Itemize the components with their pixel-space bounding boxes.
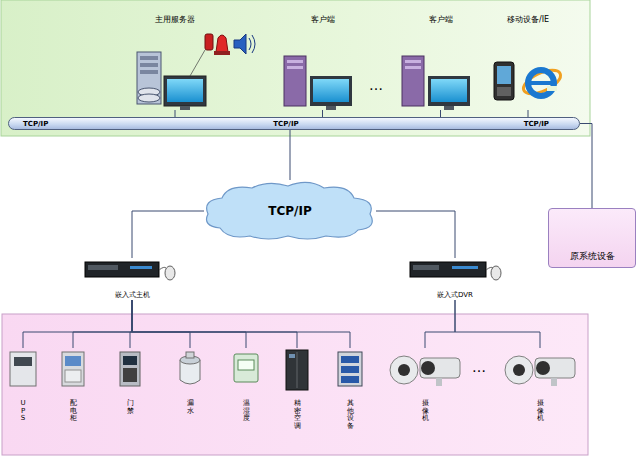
node-label: 原系统设备 xyxy=(570,250,615,263)
node-label: 主用服务器 xyxy=(155,14,195,25)
network-link xyxy=(132,300,350,348)
network-cloud: TCP/IP xyxy=(200,180,380,242)
embedded-host: 嵌入式主机 xyxy=(82,258,182,300)
node-label: 移动设备/IE xyxy=(507,14,549,25)
client-icon xyxy=(402,56,470,110)
client-icon xyxy=(284,56,352,110)
leak-icon xyxy=(180,352,200,384)
mobile-node: 移动设备/IE xyxy=(488,14,568,110)
node-label: 门禁 xyxy=(127,400,134,415)
node-label: 温湿度 xyxy=(243,400,250,423)
bus-label: TCP/IP xyxy=(23,120,48,128)
server-node: 主用服务器 xyxy=(130,14,220,110)
node-label: 客户端 xyxy=(311,14,335,25)
client-node: 客户端 xyxy=(398,14,483,110)
node-label: 嵌入式DVR xyxy=(437,290,473,300)
node-label: 漏水 xyxy=(187,400,194,415)
cloud-outline xyxy=(207,182,373,239)
ups-icon xyxy=(10,352,36,386)
field-device: 配电柜 xyxy=(51,348,95,448)
embedded-dvr: 嵌入式DVR xyxy=(405,258,505,300)
node-label: 配电柜 xyxy=(70,400,77,423)
network-link xyxy=(580,124,592,209)
camera-icon xyxy=(390,356,460,386)
network-link xyxy=(440,110,441,117)
field-device: 门禁 xyxy=(108,348,152,448)
aircon-icon xyxy=(286,350,308,390)
dvr-icon xyxy=(410,262,501,280)
network-link xyxy=(322,110,323,117)
network-link xyxy=(132,211,204,258)
camera-node: 摄像机 xyxy=(503,348,577,448)
access-icon xyxy=(120,352,140,386)
network-link xyxy=(23,300,132,348)
th-sensor-icon xyxy=(234,354,258,382)
node-label: 摄像机 xyxy=(422,400,429,423)
tcpip-bus: TCP/IP TCP/IP TCP/IP xyxy=(8,117,580,130)
network-link xyxy=(175,110,176,117)
node-label: TCP/IP xyxy=(268,204,311,218)
camera-node: 摄像机 xyxy=(388,348,462,448)
network-link xyxy=(376,211,455,258)
client-node: 客户端 xyxy=(280,14,365,110)
network-link xyxy=(132,300,246,348)
node-label: 其他设备 xyxy=(347,400,354,431)
camera-icon xyxy=(505,356,575,386)
mobile-ie-icon xyxy=(494,62,564,100)
ellipsis-label: … xyxy=(369,78,383,92)
node-label: 精密空调 xyxy=(294,400,301,431)
node-label: 摄像机 xyxy=(537,400,544,423)
bus-label: TCP/IP xyxy=(273,120,298,128)
ellipsis-label: … xyxy=(472,360,486,374)
other-device-icon xyxy=(338,352,362,386)
network-link xyxy=(132,300,190,348)
field-device: 漏水 xyxy=(168,348,212,448)
network-link xyxy=(132,300,297,348)
field-panel xyxy=(2,314,588,455)
network-link xyxy=(73,300,132,348)
field-device: 其他设备 xyxy=(328,348,372,448)
node-label: UPS xyxy=(20,400,27,423)
bus-label: TCP/IP xyxy=(524,120,549,128)
field-device: 精密空调 xyxy=(275,348,319,448)
legacy-system-box: 原系统设备 xyxy=(548,208,636,268)
host-icon xyxy=(85,262,175,280)
node-label: 嵌入式主机 xyxy=(115,290,150,300)
server-icon xyxy=(137,34,255,110)
node-label: 客户端 xyxy=(429,14,453,25)
field-device: 温湿度 xyxy=(224,348,268,448)
network-link xyxy=(528,110,529,117)
cabinet-icon xyxy=(62,352,84,386)
field-device: UPS xyxy=(1,348,45,448)
network-link xyxy=(425,300,455,348)
network-panel xyxy=(1,0,590,136)
network-link xyxy=(290,130,291,180)
network-link xyxy=(455,300,540,348)
